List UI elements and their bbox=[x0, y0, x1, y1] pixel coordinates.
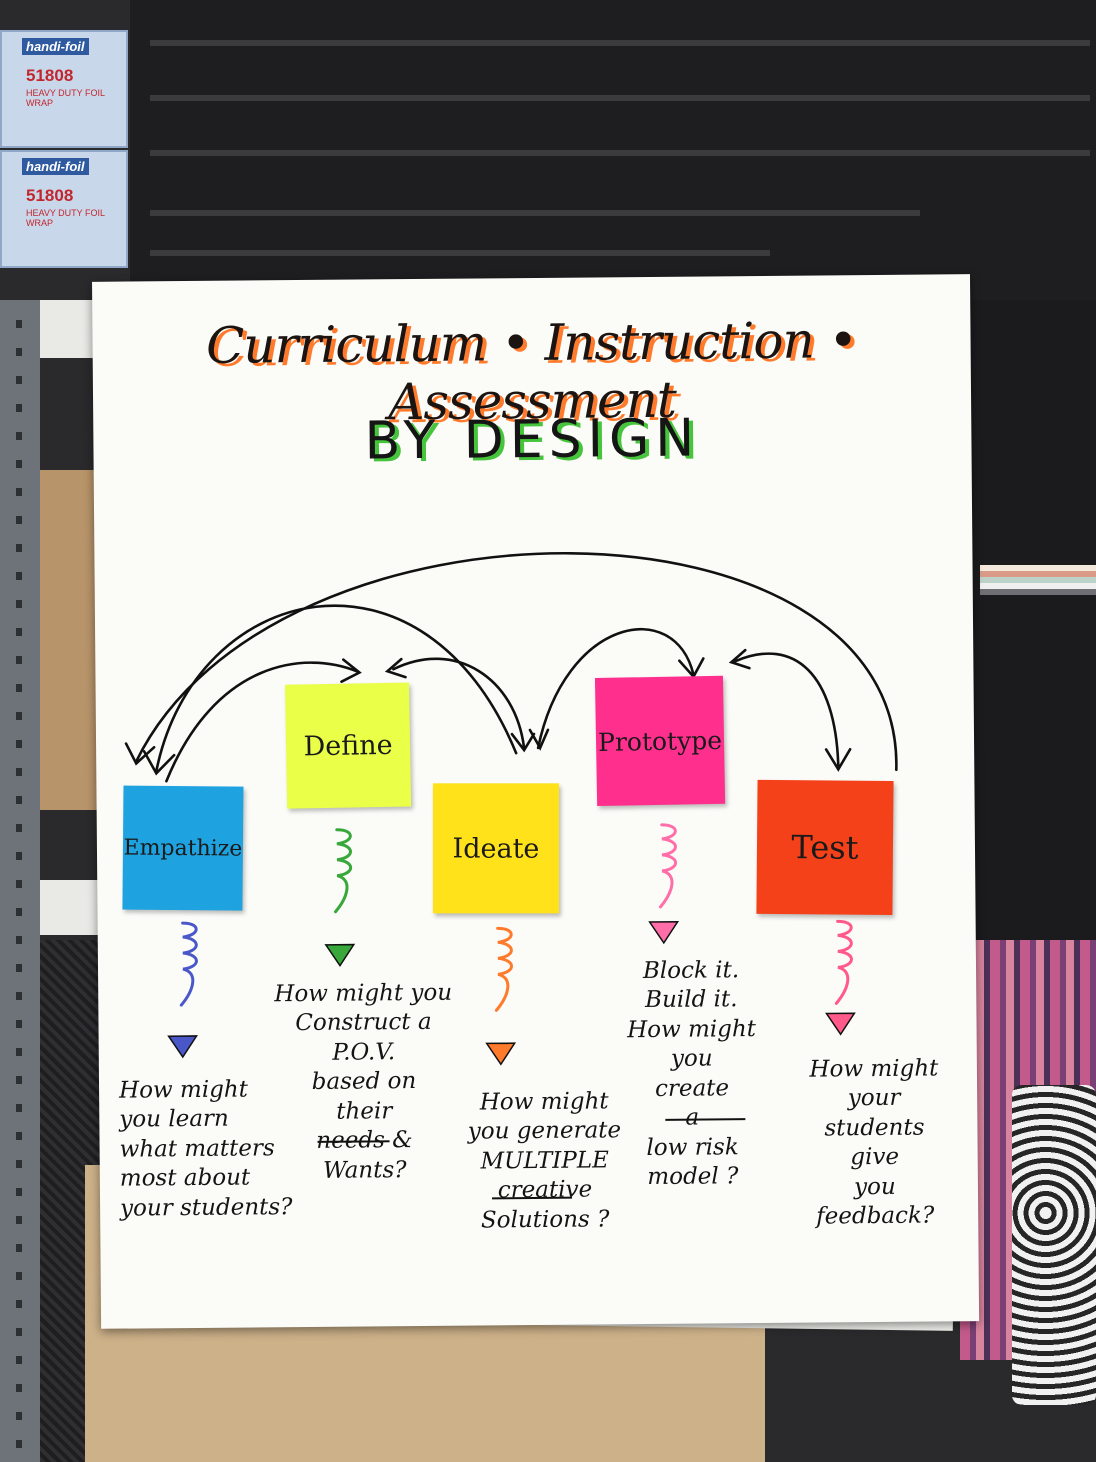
shelf-slat bbox=[150, 95, 1090, 101]
sticky-note-empathize: Empathize bbox=[122, 785, 244, 911]
foil-box: handi-foil 51808 HEAVY DUTY FOIL WRAP bbox=[0, 150, 128, 268]
dark-shelf bbox=[966, 300, 1096, 940]
metal-rack-post bbox=[0, 300, 40, 1462]
stage-label-empathize: Empathize bbox=[123, 835, 243, 862]
stage-label-prototype: Prototype bbox=[597, 725, 723, 757]
foil-subtitle: HEAVY DUTY FOIL WRAP bbox=[26, 88, 105, 108]
stage-label-ideate: Ideate bbox=[452, 832, 540, 864]
patterned-basket bbox=[1012, 1085, 1096, 1405]
sticky-note-test: Test bbox=[756, 779, 894, 916]
design-thinking-poster: Curriculum • Instruction • Assessment BY… bbox=[92, 274, 980, 1329]
shelf-slat bbox=[150, 210, 920, 216]
foil-box: handi-foil 51808 HEAVY DUTY FOIL WRAP bbox=[0, 30, 128, 148]
shelf-slat bbox=[150, 40, 1090, 46]
foil-number: 51808 bbox=[26, 186, 74, 205]
sticky-note-define: Define bbox=[285, 682, 412, 809]
question-prototype: Block it. Build it. How might you create… bbox=[627, 957, 757, 1191]
stage-label-test: Test bbox=[791, 828, 859, 867]
foil-brand: handi-foil bbox=[22, 38, 89, 55]
shelf-slat bbox=[150, 150, 1090, 156]
foil-subtitle: HEAVY DUTY FOIL WRAP bbox=[26, 208, 105, 228]
paper-stack bbox=[980, 565, 1096, 595]
sticky-note-prototype: Prototype bbox=[594, 675, 726, 806]
question-test: How might your students give you feedbac… bbox=[809, 1055, 939, 1230]
shelf-slat bbox=[150, 250, 770, 256]
sticky-note-ideate: Ideate bbox=[432, 783, 559, 914]
poster-subtitle: BY DESIGN bbox=[364, 408, 701, 472]
stage-label-define: Define bbox=[303, 729, 393, 762]
question-define: How might you Construct a P.O.V. based o… bbox=[274, 979, 453, 1184]
foil-brand: handi-foil bbox=[22, 158, 89, 175]
foil-number: 51808 bbox=[26, 66, 74, 85]
